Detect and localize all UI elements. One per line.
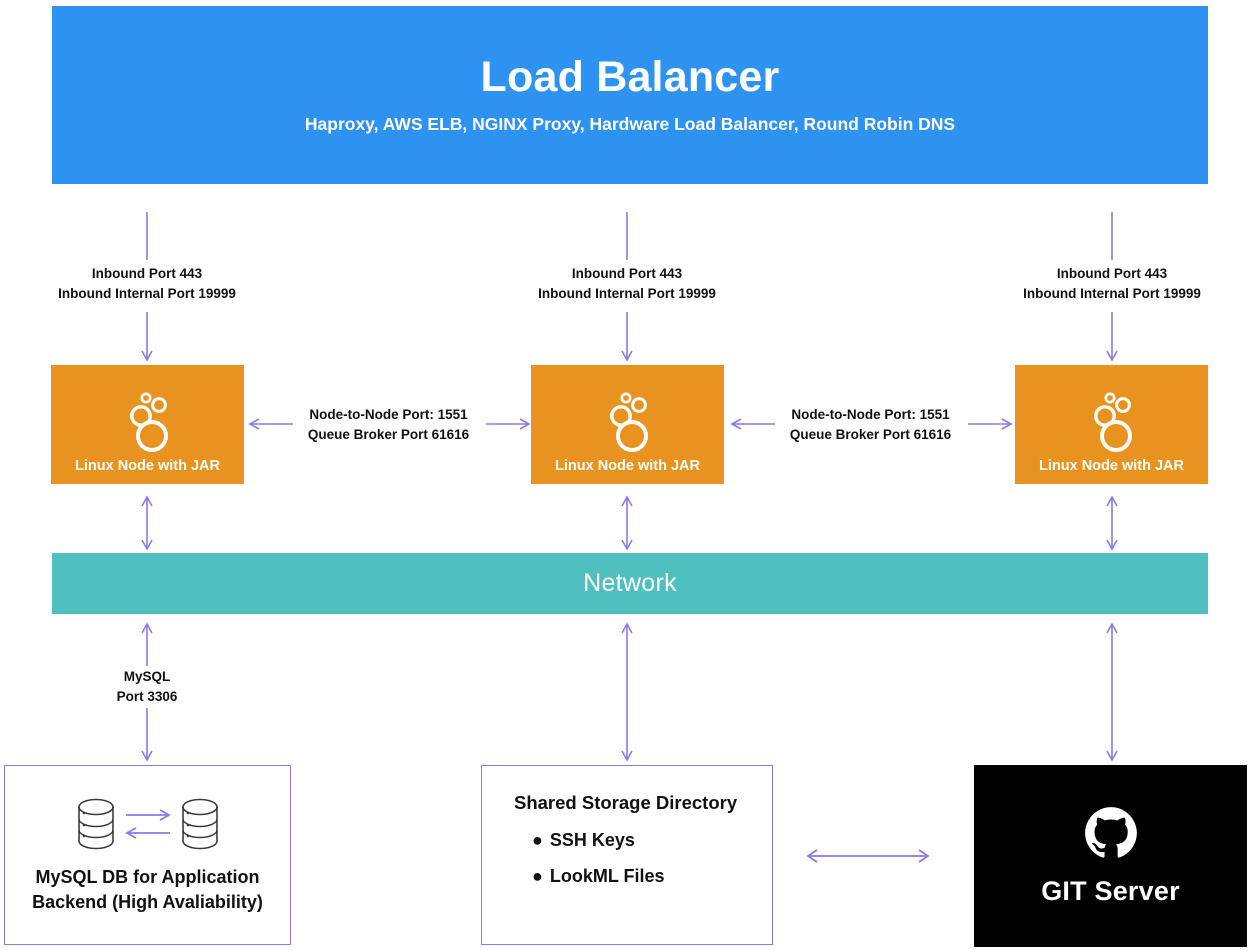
network-to-mysql-arrow-bottom <box>140 708 154 762</box>
storage-item-label: SSH Keys <box>549 830 635 850</box>
linux-node-2-label: Linux Node with JAR <box>555 457 700 474</box>
storage-list-item: ● LookML Files <box>532 866 772 888</box>
lb-to-node-3-arrow-bottom <box>1105 312 1119 364</box>
linux-node-1-label: Linux Node with JAR <box>75 457 220 474</box>
mysql-link-label: MySQL Port 3306 <box>116 669 178 704</box>
linux-node-3[interactable]: Linux Node with JAR <box>1015 365 1208 484</box>
lb-to-node-1-arrow-bottom <box>140 312 154 364</box>
node-2-to-network-arrow <box>620 495 634 551</box>
network-label: Network <box>583 569 677 597</box>
linux-node-2[interactable]: Linux Node with JAR <box>531 365 724 484</box>
bullet-icon: ● <box>532 830 543 850</box>
storage-item-label: LookML Files <box>549 865 665 886</box>
node-to-node-label-1: Node-to-Node Port: 1551 Queue Broker Por… <box>307 407 470 442</box>
network-bar: Network <box>52 553 1208 614</box>
lb-to-node-1-line-top <box>140 212 154 260</box>
looker-logo-icon <box>598 389 658 455</box>
lb-to-node-2-arrow-bottom <box>620 312 634 364</box>
node-1-to-network-arrow <box>140 495 154 551</box>
storage-to-git-arrow <box>805 848 931 864</box>
looker-logo-icon <box>1082 389 1142 455</box>
shared-storage-title: Shared Storage Directory <box>514 792 738 813</box>
mysql-replication-group <box>74 796 222 857</box>
network-to-mysql-arrow-top <box>140 622 154 666</box>
network-to-storage-arrow <box>620 622 634 762</box>
load-balancer-banner: Load Balancer Haproxy, AWS ELB, NGINX Pr… <box>52 6 1208 184</box>
shared-storage-box[interactable]: Shared Storage Directory ● SSH Keys ● Look… <box>481 765 773 945</box>
mysql-db-caption: MySQL DB for Application Backend (High A… <box>32 867 263 912</box>
linux-node-3-label: Linux Node with JAR <box>1039 457 1184 474</box>
git-server-box[interactable]: GIT Server <box>974 765 1247 947</box>
network-to-git-arrow <box>1105 622 1119 762</box>
lb-to-node-3-line-top <box>1105 212 1119 260</box>
node-3-to-network-arrow <box>1105 495 1119 551</box>
bullet-icon: ● <box>532 865 543 886</box>
mysql-db-box[interactable]: MySQL DB for Application Backend (High A… <box>4 765 291 945</box>
load-balancer-subtitle: Haproxy, AWS ELB, NGINX Proxy, Hardware … <box>304 113 956 134</box>
bidirectional-replication-arrows <box>122 802 174 851</box>
github-octocat-icon <box>1084 806 1138 860</box>
git-server-label: GIT Server <box>1041 875 1180 906</box>
node-to-node-label-2: Node-to-Node Port: 1551 Queue Broker Por… <box>789 407 952 442</box>
storage-list-item: ● SSH Keys <box>532 830 772 852</box>
inbound-label-1: Inbound Port 443 Inbound Internal Port 1… <box>58 266 236 301</box>
lb-to-node-2-line-top <box>620 212 634 260</box>
linux-node-1[interactable]: Linux Node with JAR <box>51 365 244 484</box>
load-balancer-title: Load Balancer <box>480 52 780 101</box>
looker-logo-icon <box>118 389 178 455</box>
inbound-label-2: Inbound Port 443 Inbound Internal Port 1… <box>538 266 716 301</box>
inbound-label-3: Inbound Port 443 Inbound Internal Port 1… <box>1023 266 1201 301</box>
database-cylinder-icon <box>74 796 118 857</box>
database-cylinder-icon <box>178 796 222 857</box>
